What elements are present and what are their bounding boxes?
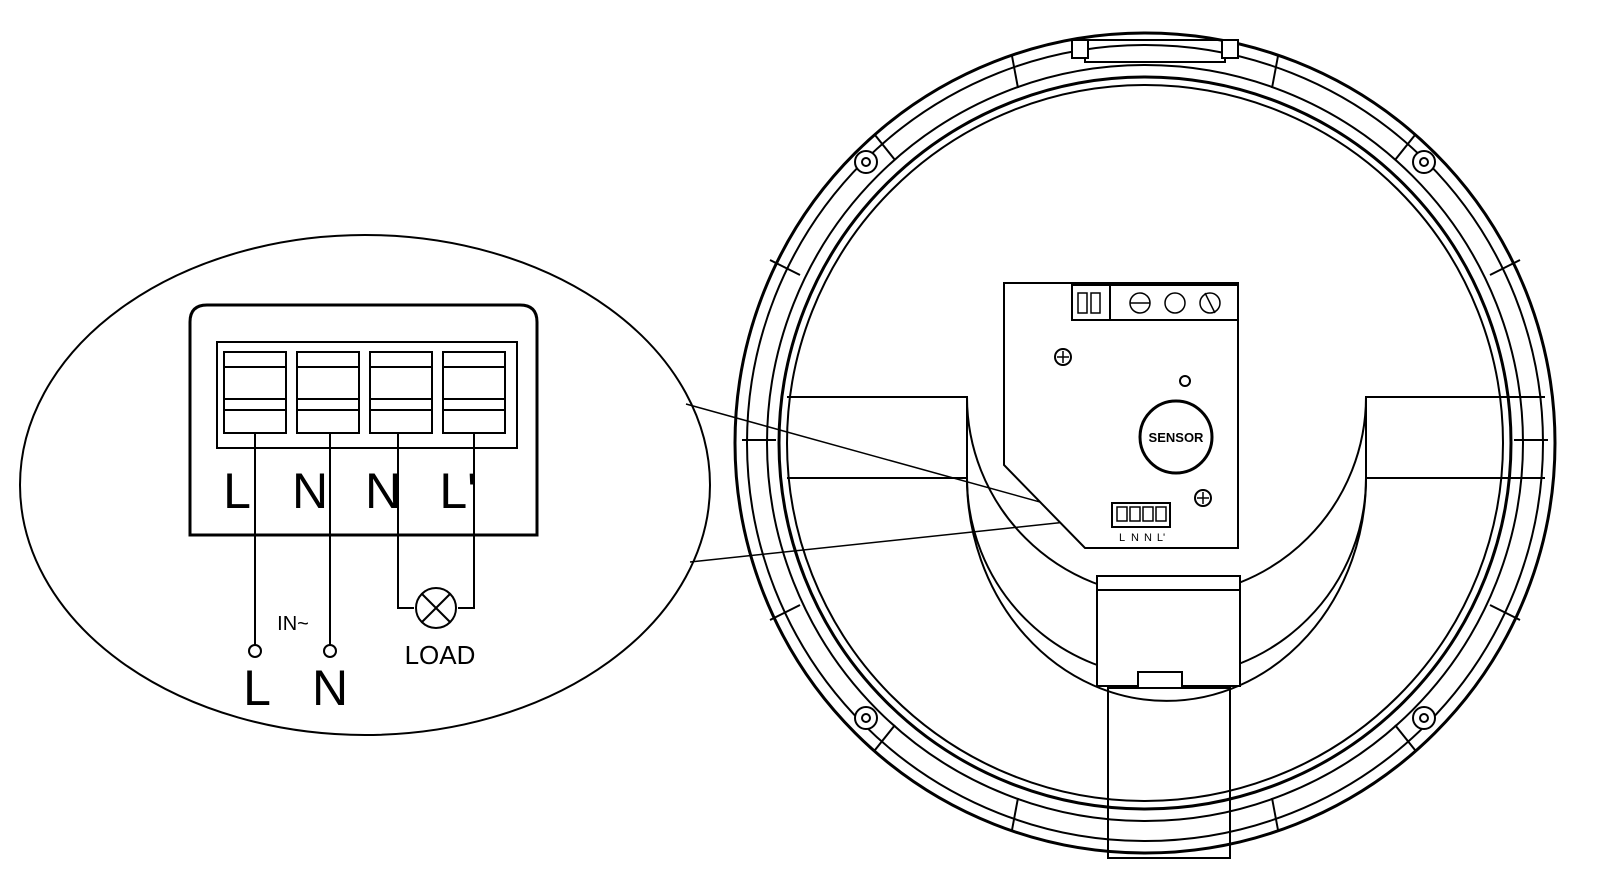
screw-icon-top-left [854,150,878,174]
sensor-lens: SENSOR [1138,399,1214,475]
luminaire: SENSOR L N N L' [733,31,1557,859]
screw-icon-bottom-left [854,706,878,730]
mini-terminal-block: L N N L' [1111,502,1171,544]
terminal-label-n2: N [365,463,401,519]
input-terminal-n-dot [323,644,337,658]
wires [248,433,475,658]
terminal-label-l: L [223,463,251,519]
detail-callout: L N N L' IN~ LOAD L N [19,234,711,736]
board-screw-icon-1 [1054,348,1072,366]
mini-terminal-label-4: L' [1157,532,1165,544]
terminal-clamp-1 [223,351,287,434]
rim-segments [742,55,1548,831]
input-terminal-l-label: L [243,660,271,716]
input-terminal-n-label: N [312,660,348,716]
terminal-clamp-4 [442,351,506,434]
terminal-label-l-prime: L' [439,463,476,519]
indicator-led [1179,375,1191,387]
input-label: IN~ [277,613,309,635]
sensor-label: SENSOR [1149,430,1205,445]
screw-icon-top-right [1412,150,1436,174]
mini-terminal-label-1: L [1119,532,1125,544]
load-lamp-icon [415,587,457,629]
terminal-clamp-3 [369,351,433,434]
top-clip [1071,39,1239,63]
screw-icon-bottom-right [1412,706,1436,730]
board-screw-icon-2 [1194,489,1212,507]
mounting-stem [1096,575,1241,859]
sensor-board: SENSOR L N N L' [1003,282,1239,549]
load-label: LOAD [405,640,476,670]
input-terminal-l-dot [248,644,262,658]
terminal-clamp-2 [296,351,360,434]
terminal-label-n1: N [292,463,328,519]
mini-terminal-label-3: N [1144,532,1152,544]
mini-terminal-label-2: N [1131,532,1139,544]
terminal-block: L N N L' [188,303,539,537]
callout-lines [685,403,1106,563]
